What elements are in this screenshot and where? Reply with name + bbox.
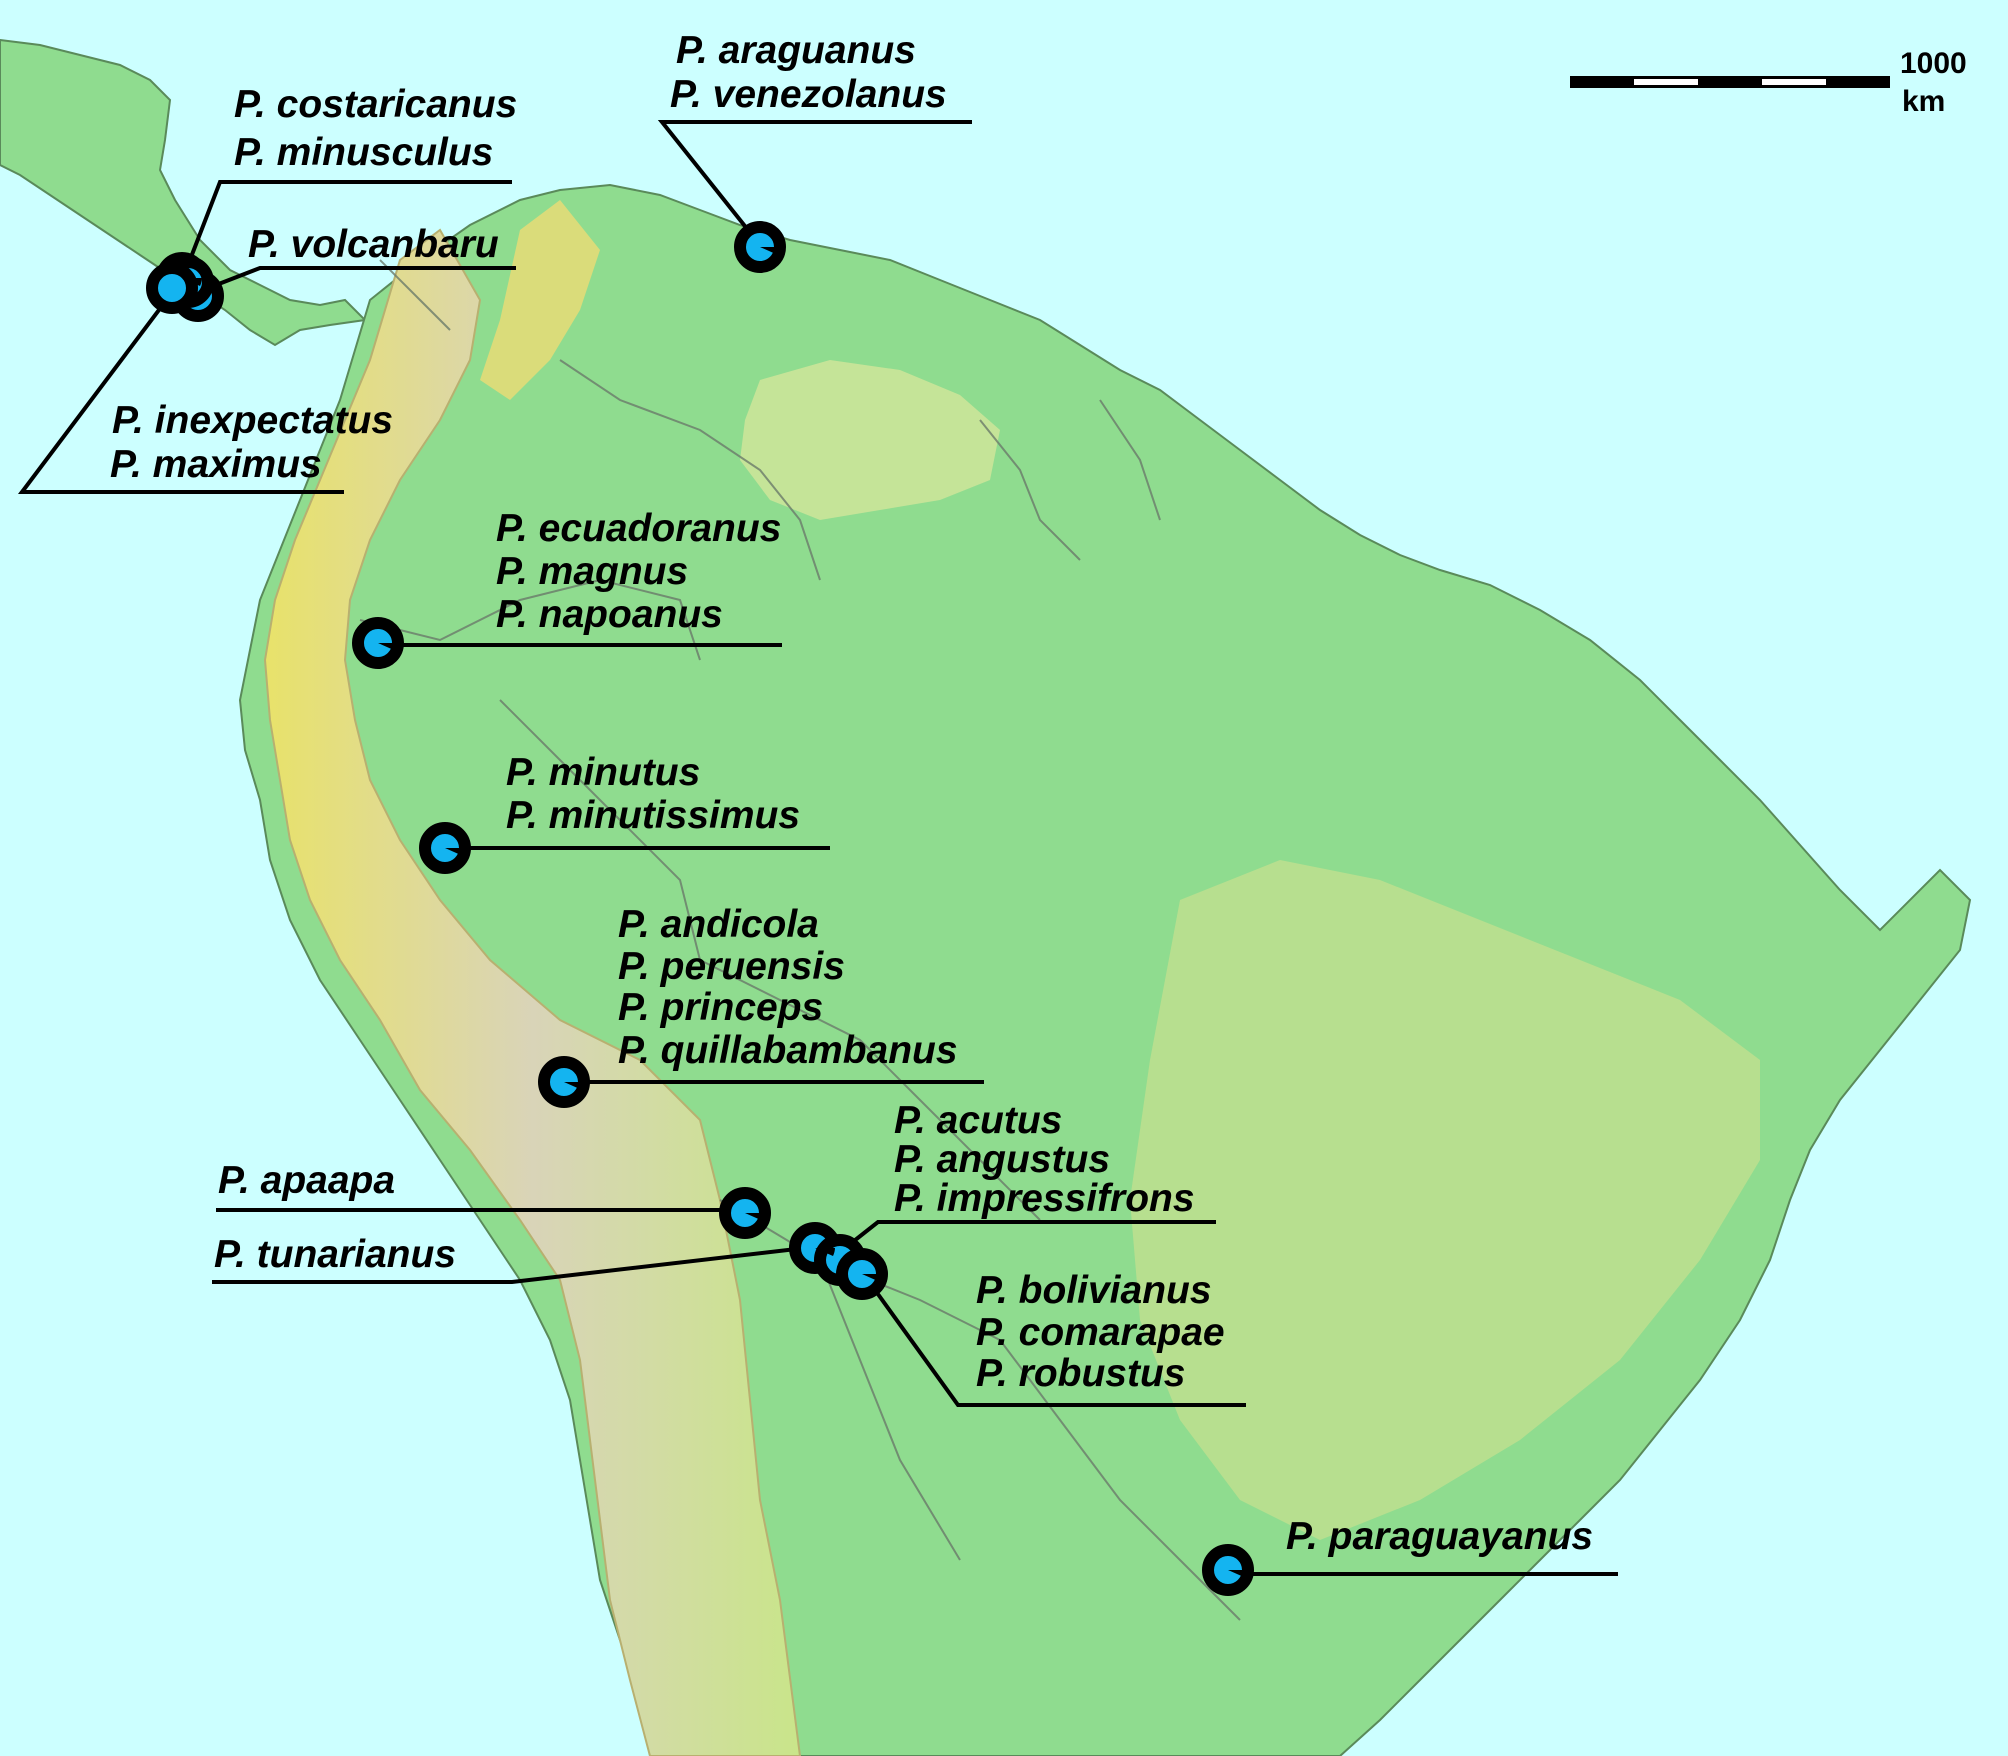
species-label-comarapae: P. comarapae [976, 1311, 1225, 1354]
species-label-princeps: P. princeps [618, 986, 824, 1029]
leader-lines [17, 120, 1618, 1576]
brazilian-highlands [1130, 860, 1760, 1540]
species-label-ecuadoranus: P. ecuadoranus [496, 507, 782, 550]
species-label-tunarianus: P. tunarianus [214, 1233, 457, 1276]
species-label-inexpectatus: P. inexpectatus [112, 399, 394, 442]
species-label-minutus: P. minutus [506, 751, 701, 794]
species-label-minusculus: P. minusculus [234, 131, 494, 174]
species-label-impressifrons: P. impressifrons [894, 1177, 1195, 1220]
scale-bar-unit: km [1902, 85, 1946, 118]
marker-notches [182, 247, 1248, 1578]
leader-line-tunarianus [212, 1246, 806, 1284]
guiana-highlands [740, 360, 1000, 520]
species-label-peruensis: P. peruensis [618, 945, 845, 988]
scale-bar [1570, 76, 1890, 88]
species-label-costaricanus: P. costaricanus [234, 83, 518, 126]
andes-mountains [263, 228, 802, 1756]
species-label-magnus: P. magnus [496, 550, 689, 593]
species-label-bolivianus: P. bolivianus [976, 1269, 1212, 1312]
leader-line-robustus [873, 1288, 1246, 1407]
species-label-minutissimus: P. minutissimus [506, 794, 801, 837]
species-label-napoanus: P. napoanus [496, 593, 723, 636]
country-borders [359, 259, 1241, 1621]
species-label-paraguayanus: P. paraguayanus [1286, 1515, 1594, 1558]
species-label-volcanbaru: P. volcanbaru [248, 223, 499, 266]
scale-bar-value: 1000 [1900, 47, 1967, 80]
species-label-andicola: P. andicola [618, 903, 819, 946]
central-america-land [0, 38, 368, 347]
leader-line-inexpectatus [17, 280, 344, 494]
species-label-araguanus: P. araguanus [676, 29, 916, 72]
species-label-robustus: P. robustus [976, 1352, 1186, 1395]
species-label-apaapa: P. apaapa [218, 1159, 396, 1202]
locality-marker-inexpectatus [146, 262, 198, 314]
leader-line-araguanus [657, 120, 972, 247]
species-label-acutus: P. acutus [894, 1099, 1063, 1142]
species-label-angustus: P. angustus [894, 1138, 1111, 1181]
leader-line-costaricanus [186, 180, 512, 266]
colombian-andes [480, 200, 600, 400]
species-label-venezolanus: P. venezolanus [670, 73, 947, 116]
species-label-maximus: P. maximus [110, 443, 322, 486]
species-label-quillabambanus: P. quillabambanus [618, 1029, 958, 1072]
